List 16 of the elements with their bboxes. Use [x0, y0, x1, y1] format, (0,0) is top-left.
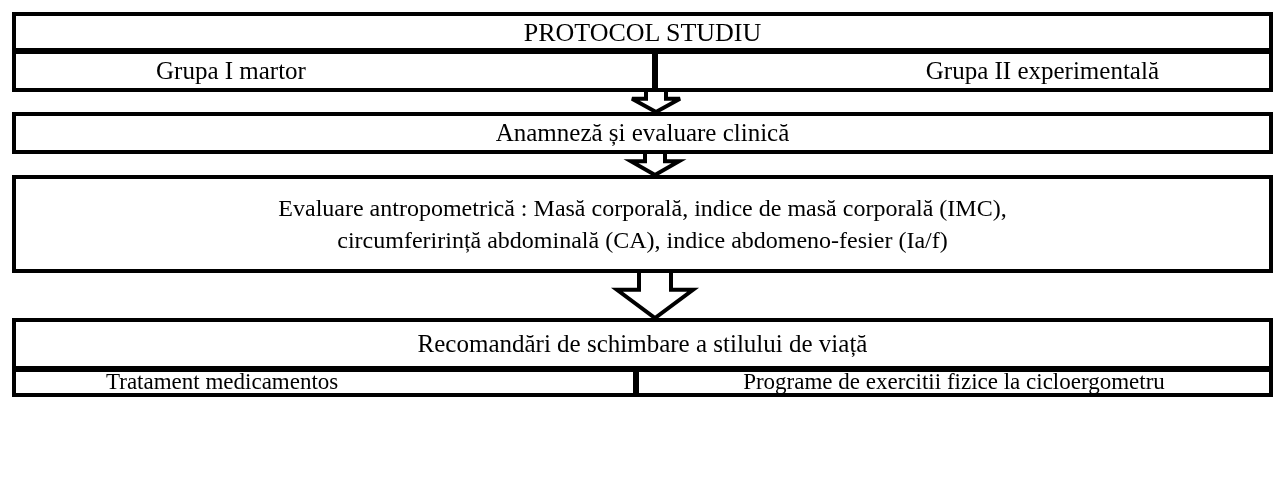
- box-text: Evaluare antropometrică : Masă corporală, indice de masă corporală (IMC), circumferirință abdominală (CA), indice abdomeno-fesier (Ia/f): [277, 193, 1008, 255]
- process-box: [12, 368, 637, 397]
- box-text: PROTOCOL STUDIU: [523, 16, 762, 49]
- process-box: [635, 368, 1273, 397]
- process-box: [12, 112, 1273, 154]
- box-text: Grupa II experimentală: [925, 56, 1159, 87]
- process-box: [12, 50, 656, 92]
- process-box: [12, 318, 1273, 370]
- box-text: Programe de exercitii fizice la cicloergometru: [743, 368, 1165, 397]
- process-box: [654, 50, 1273, 92]
- box-text: Anamneză și evaluare clinică: [495, 118, 790, 149]
- box-text: Tratament medicamentos: [106, 368, 339, 397]
- box-text: Recomandări de schimbare a stilului de viață: [417, 329, 868, 360]
- box-text: Grupa I martor: [156, 56, 306, 87]
- process-box: [12, 12, 1273, 52]
- process-box: [12, 175, 1273, 273]
